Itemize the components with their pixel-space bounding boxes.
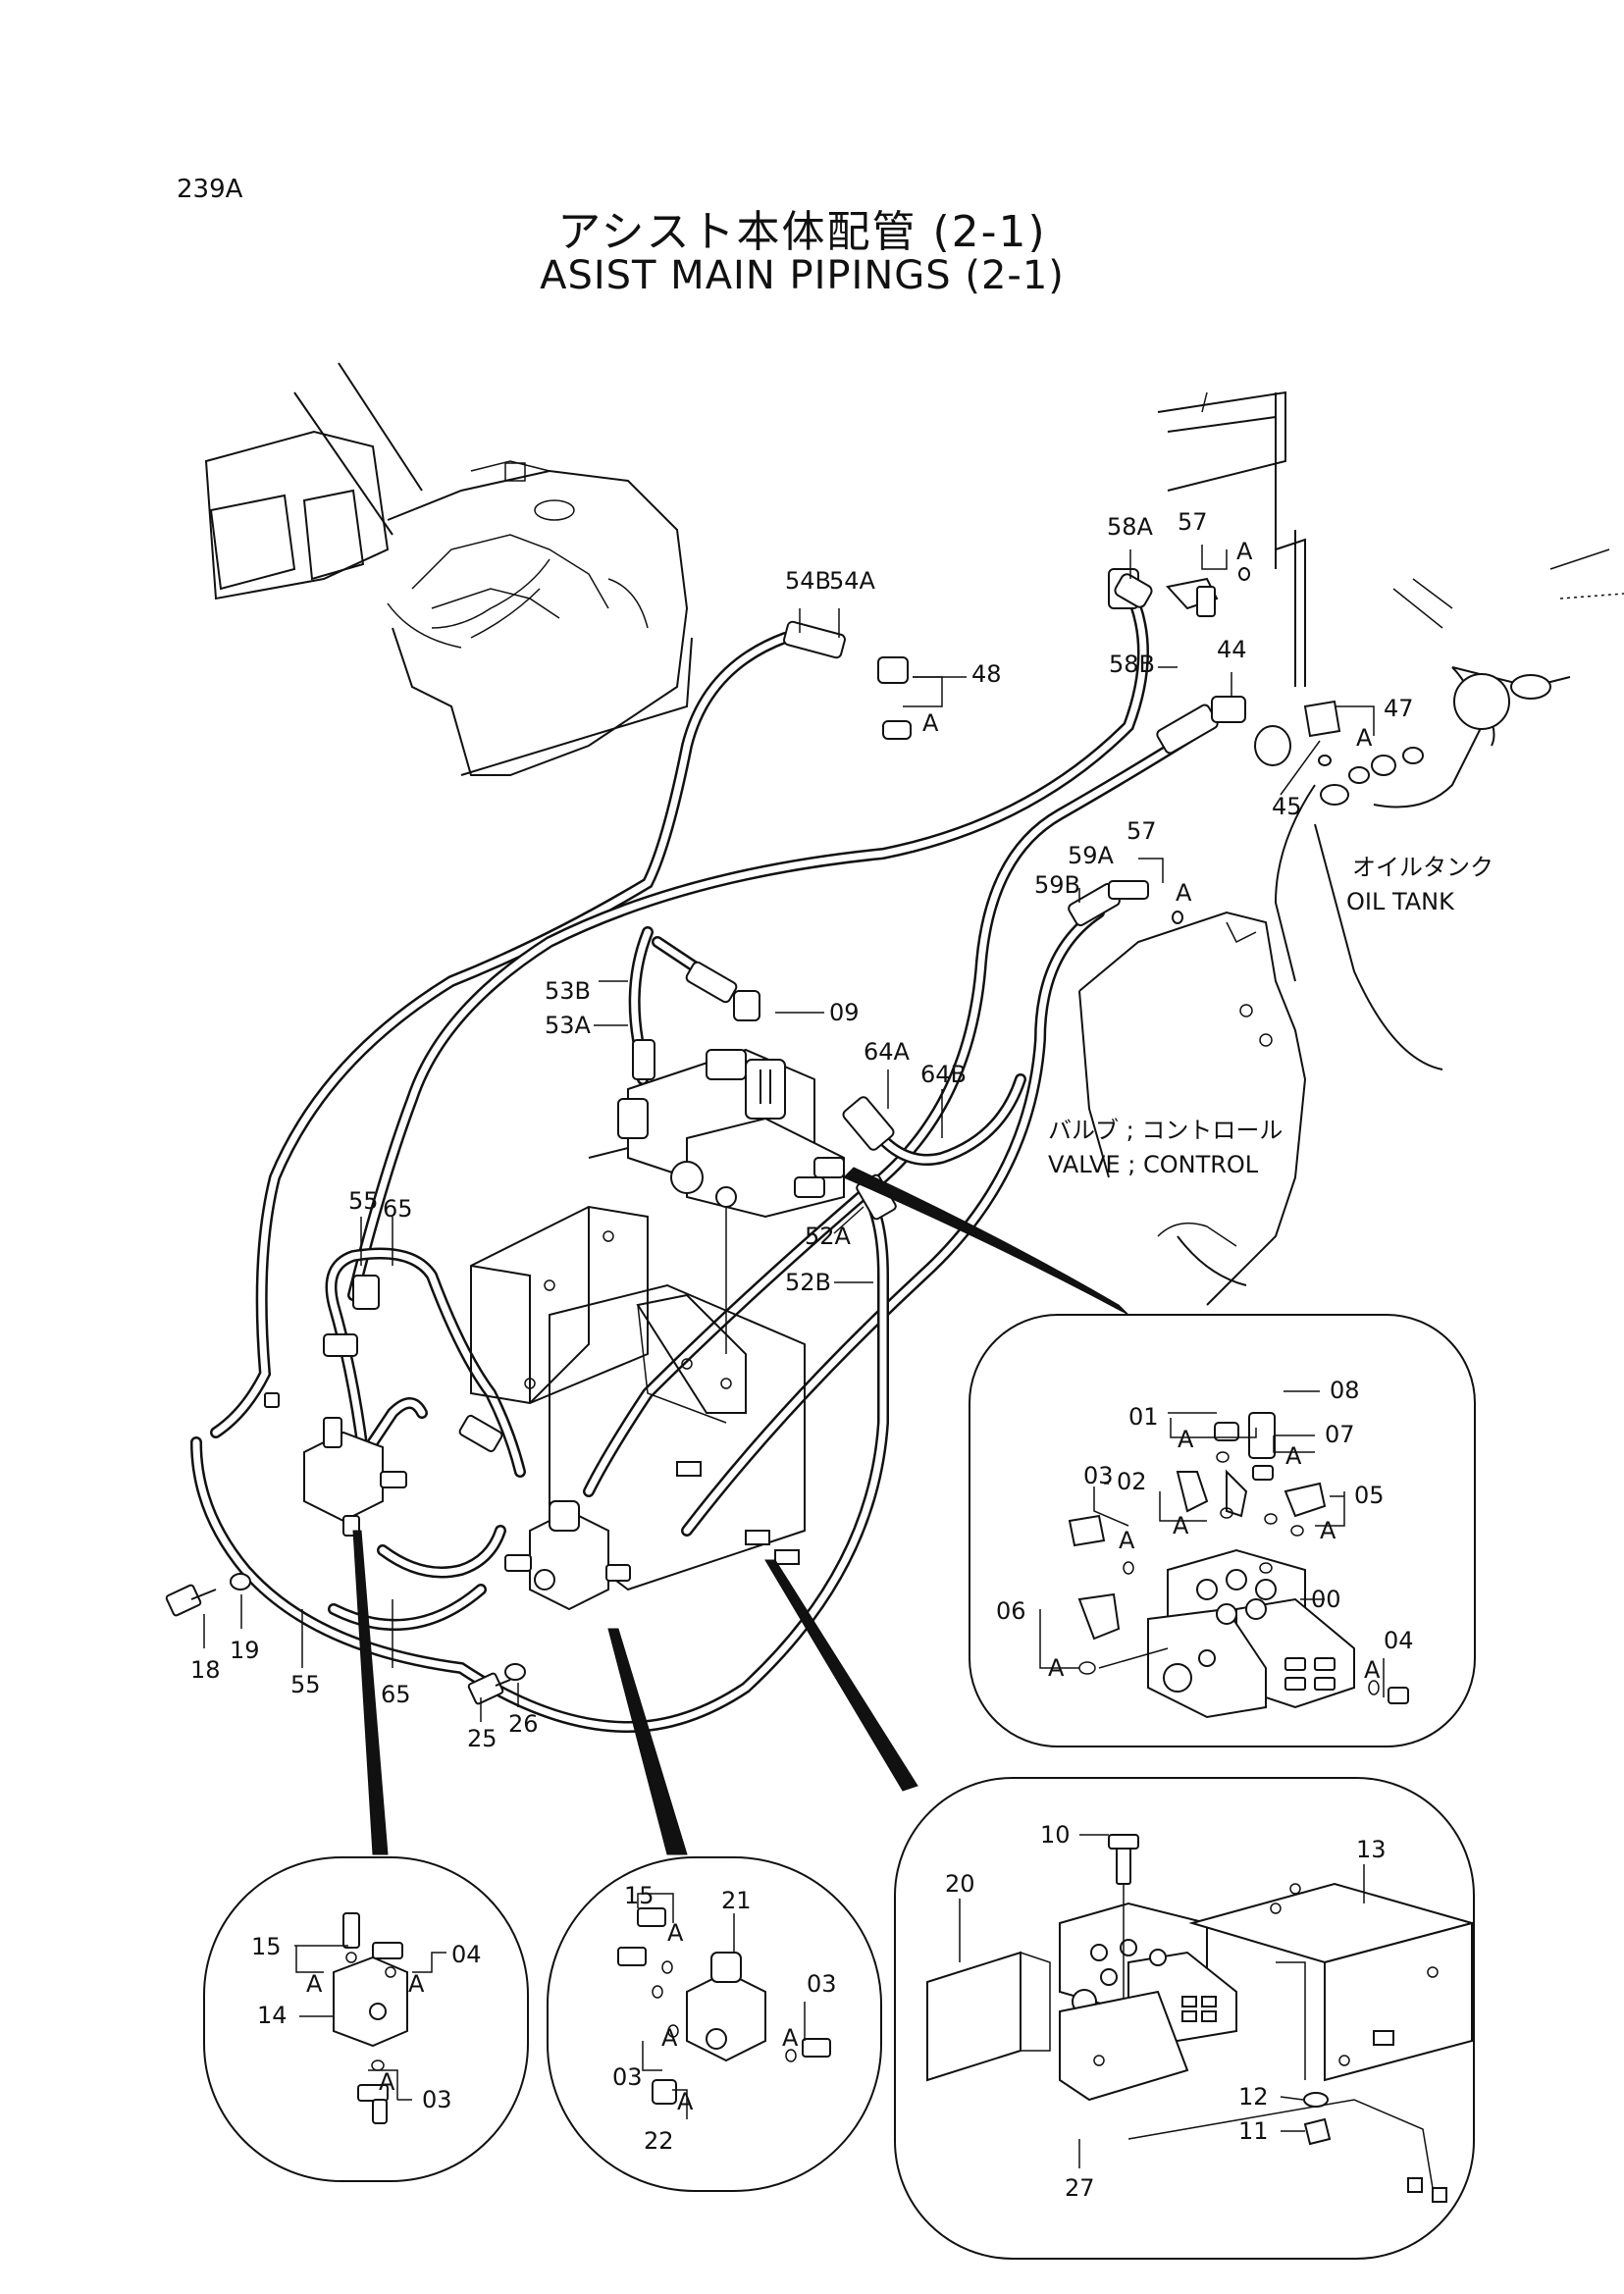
hose-routing <box>190 583 1213 1734</box>
label-a-57-mid: A <box>1176 879 1192 907</box>
label-55-bottom: 55 <box>290 1671 321 1698</box>
label-59b: 59B <box>1034 871 1080 899</box>
dv-label-04: 04 <box>1384 1627 1414 1654</box>
dv-label-a5: A <box>1320 1517 1336 1544</box>
oil-tank-label-jp: オイルタンク <box>1352 854 1493 881</box>
detail-valve-frame <box>969 1314 1476 1747</box>
dv-label-02: 02 <box>1117 1468 1147 1495</box>
detail-pointers <box>352 1167 1129 1855</box>
oil-tank-area <box>1078 391 1624 1306</box>
label-53a: 53A <box>545 1012 592 1039</box>
valve-label-jp: バルブ ; コントロール <box>1048 1117 1283 1144</box>
detail-bracket-frame <box>894 1777 1475 2260</box>
leader-lines-main <box>203 545 1375 1722</box>
dc-label-a2: A <box>661 2024 678 2052</box>
dv-label-a1: A <box>1178 1426 1194 1453</box>
label-59a: 59A <box>1068 842 1115 869</box>
detail-check <box>547 1856 882 2192</box>
detail-valve <box>969 1314 1476 1747</box>
dv-label-a4: A <box>1119 1527 1135 1554</box>
label-57-top: 57 <box>1178 508 1208 536</box>
dc-label-a3: A <box>782 2024 799 2052</box>
hose-fittings <box>323 568 1219 1453</box>
dk-label-13: 13 <box>1356 1836 1387 1863</box>
label-64b: 64B <box>920 1061 967 1088</box>
label-18: 18 <box>190 1656 221 1684</box>
dc-label-a1: A <box>667 1919 684 1947</box>
detail-check-frame <box>547 1856 882 2192</box>
label-44: 44 <box>1217 636 1247 663</box>
dk-label-12: 12 <box>1238 2083 1269 2111</box>
label-a-48: A <box>922 709 939 737</box>
dk-label-10: 10 <box>1040 1821 1071 1849</box>
db-label-03: 03 <box>422 2086 452 2113</box>
label-45: 45 <box>1272 793 1302 820</box>
db-label-a3: A <box>379 2068 395 2096</box>
label-26: 26 <box>508 1710 539 1738</box>
dc-label-03-right: 03 <box>807 1970 837 1998</box>
label-25: 25 <box>467 1725 498 1752</box>
dv-label-a7: A <box>1364 1656 1381 1684</box>
db-label-14: 14 <box>257 2002 288 2029</box>
dv-label-01: 01 <box>1128 1403 1159 1431</box>
title-japanese: アシスト本体配管 (2-1) <box>557 207 1047 257</box>
db-label-a1: A <box>306 1970 323 1998</box>
dv-label-a6: A <box>1048 1654 1065 1682</box>
label-57-mid: 57 <box>1126 817 1157 845</box>
excavator-overview <box>204 362 693 776</box>
dv-label-05: 05 <box>1354 1482 1385 1509</box>
fittings-top-right <box>733 567 1424 1021</box>
dv-label-03: 03 <box>1083 1462 1114 1489</box>
label-58a: 58A <box>1107 513 1154 541</box>
dv-label-a2: A <box>1285 1442 1302 1470</box>
label-09: 09 <box>829 999 860 1026</box>
dv-label-07: 07 <box>1325 1421 1355 1448</box>
valve-label-en: VALVE ; CONTROL <box>1048 1151 1259 1178</box>
detail-bracket <box>894 1777 1476 2260</box>
detail-block-frame <box>203 1856 529 2182</box>
dc-label-a4: A <box>677 2088 694 2115</box>
label-64a: 64A <box>864 1038 911 1066</box>
dv-label-a3: A <box>1173 1512 1189 1539</box>
dc-label-03-left: 03 <box>612 2063 643 2091</box>
dv-label-00: 00 <box>1311 1586 1341 1613</box>
dv-label-06: 06 <box>996 1597 1026 1625</box>
label-47: 47 <box>1384 695 1414 722</box>
dc-label-22: 22 <box>644 2127 674 2155</box>
label-55-top: 55 <box>348 1187 379 1215</box>
dk-label-20: 20 <box>945 1870 975 1898</box>
label-65-top: 65 <box>383 1195 413 1223</box>
label-19: 19 <box>230 1637 260 1664</box>
dk-label-11: 11 <box>1238 2117 1269 2145</box>
label-a-47: A <box>1356 724 1373 752</box>
label-52b: 52B <box>785 1269 831 1296</box>
check-valve-center <box>504 1500 631 1611</box>
label-53b: 53B <box>545 977 591 1005</box>
oil-tank-label-en: OIL TANK <box>1346 888 1455 915</box>
page-code: 239A <box>177 175 243 204</box>
bolts-main <box>165 1392 526 1705</box>
dc-label-21: 21 <box>721 1887 752 1914</box>
title-english: ASIST MAIN PIPINGS (2-1) <box>540 253 1065 298</box>
label-58b: 58B <box>1109 651 1155 678</box>
db-label-15: 15 <box>251 1933 282 1960</box>
assist-valve-assembly <box>588 1048 845 1219</box>
label-54b: 54B <box>785 567 831 595</box>
detail-block <box>203 1856 529 2182</box>
label-54a: 54A <box>829 567 876 595</box>
dv-label-08: 08 <box>1330 1377 1360 1404</box>
label-48: 48 <box>971 660 1002 688</box>
label-52a: 52A <box>805 1223 852 1250</box>
db-label-a2: A <box>408 1970 425 1998</box>
dc-label-15: 15 <box>624 1882 655 1909</box>
dk-label-27: 27 <box>1065 2174 1095 2202</box>
db-label-04: 04 <box>451 1941 482 1968</box>
label-65-bottom: 65 <box>381 1681 411 1708</box>
label-a-57-top: A <box>1236 538 1253 565</box>
